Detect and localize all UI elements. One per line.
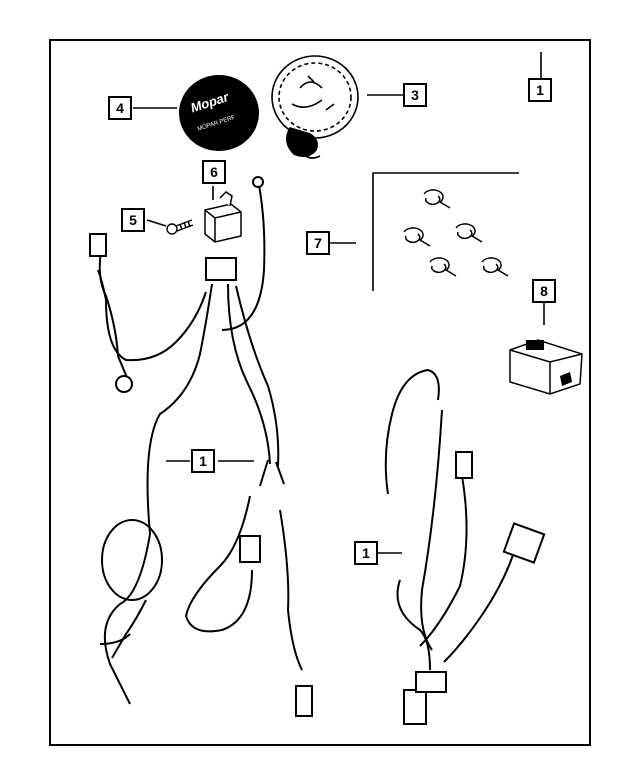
wiring-harness-main bbox=[89, 176, 313, 717]
relay bbox=[204, 191, 242, 243]
callout-8: 8 bbox=[532, 279, 556, 303]
clips-bracket bbox=[372, 172, 519, 291]
clips bbox=[403, 189, 509, 277]
screw bbox=[166, 219, 194, 235]
callout-5: 5 bbox=[121, 208, 145, 232]
callout-3: 3 bbox=[403, 83, 427, 107]
callout-4: 4 bbox=[108, 96, 132, 120]
leader-5 bbox=[146, 219, 167, 227]
wiring-harness-right bbox=[384, 368, 546, 725]
logo-cover: Mopar MOPAR PERF bbox=[179, 75, 259, 151]
callout-7: 7 bbox=[306, 231, 330, 255]
callout-1: 1 bbox=[191, 449, 215, 473]
diagram-frame bbox=[49, 39, 591, 746]
switch bbox=[509, 339, 583, 395]
fog-lamp bbox=[271, 55, 359, 159]
callout-1: 1 bbox=[354, 541, 378, 565]
callout-6: 6 bbox=[202, 160, 226, 184]
callout-1: 1 bbox=[528, 78, 552, 102]
